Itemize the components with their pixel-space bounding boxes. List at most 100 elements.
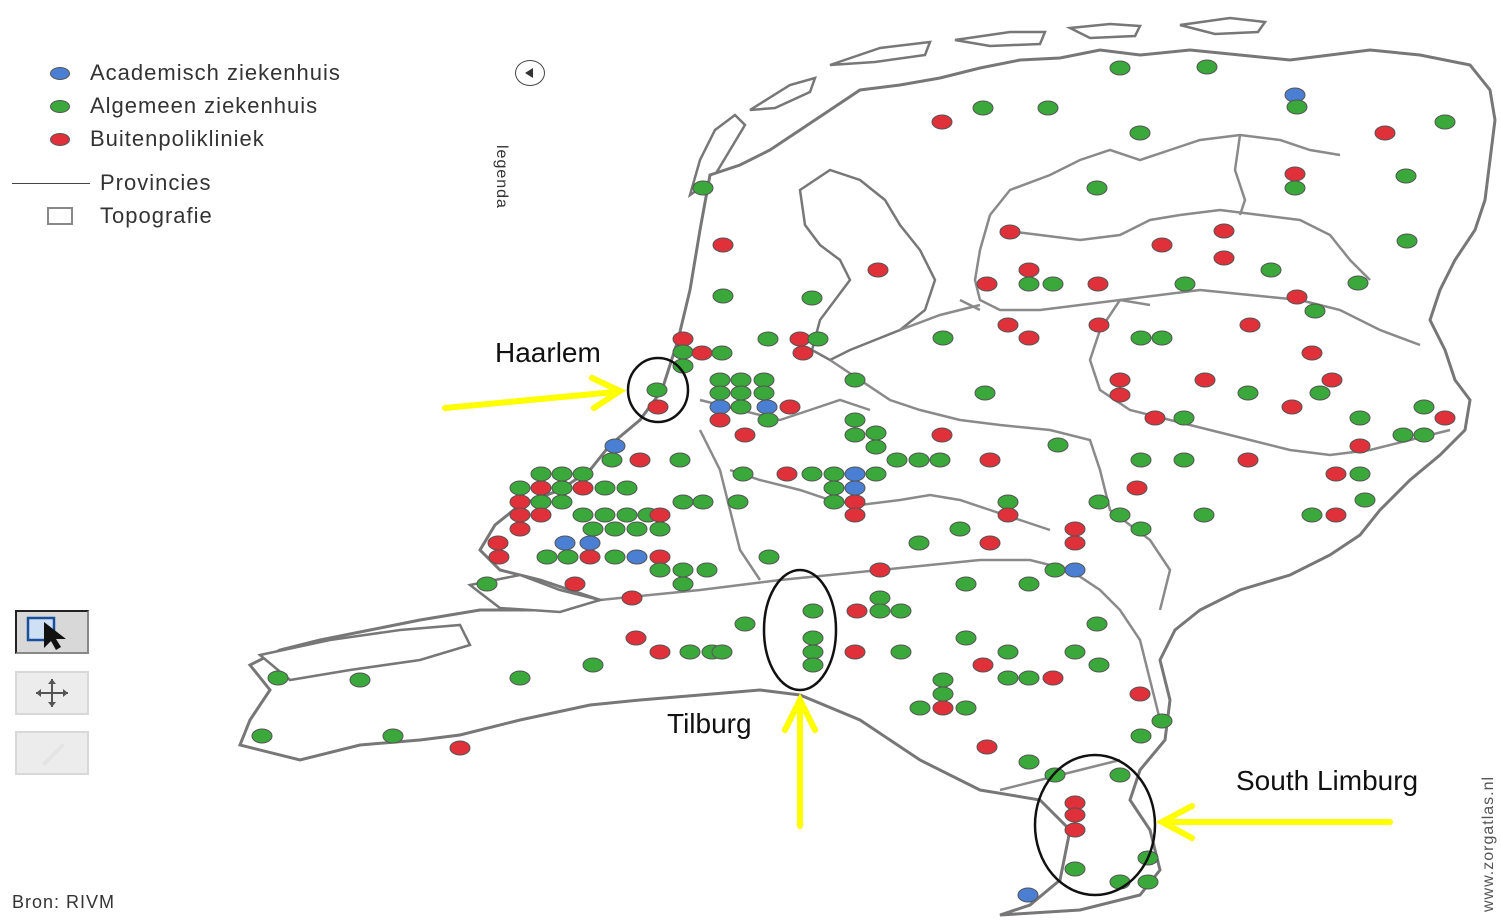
academisch-hospital-dot[interactable] (1017, 887, 1039, 903)
buiten-hospital-dot[interactable] (789, 331, 811, 347)
buiten-hospital-dot[interactable] (1325, 507, 1347, 523)
algemeen-hospital-dot[interactable] (997, 670, 1019, 686)
buiten-hospital-dot[interactable] (1237, 452, 1259, 468)
algemeen-hospital-dot[interactable] (734, 616, 756, 632)
algemeen-hospital-dot[interactable] (932, 330, 954, 346)
algemeen-hospital-dot[interactable] (557, 549, 579, 565)
academisch-hospital-dot[interactable] (756, 399, 778, 415)
buiten-hospital-dot[interactable] (734, 427, 756, 443)
algemeen-hospital-dot[interactable] (1018, 754, 1040, 770)
algemeen-hospital-dot[interactable] (955, 700, 977, 716)
algemeen-hospital-dot[interactable] (649, 521, 671, 537)
buiten-hospital-dot[interactable] (649, 549, 671, 565)
algemeen-hospital-dot[interactable] (1129, 125, 1151, 141)
algemeen-hospital-dot[interactable] (844, 372, 866, 388)
buiten-hospital-dot[interactable] (979, 452, 1001, 468)
buiten-hospital-dot[interactable] (932, 700, 954, 716)
buiten-hospital-dot[interactable] (487, 535, 509, 551)
algemeen-hospital-dot[interactable] (730, 399, 752, 415)
algemeen-hospital-dot[interactable] (1086, 616, 1108, 632)
buiten-hospital-dot[interactable] (1239, 317, 1261, 333)
algemeen-hospital-dot[interactable] (604, 521, 626, 537)
algemeen-hospital-dot[interactable] (251, 728, 273, 744)
buiten-hospital-dot[interactable] (509, 494, 531, 510)
algemeen-hospital-dot[interactable] (974, 385, 996, 401)
buiten-hospital-dot[interactable] (488, 549, 510, 565)
algemeen-hospital-dot[interactable] (1354, 492, 1376, 508)
buiten-hospital-dot[interactable] (976, 276, 998, 292)
academisch-hospital-dot[interactable] (604, 438, 626, 454)
buiten-hospital-dot[interactable] (1213, 250, 1235, 266)
algemeen-hospital-dot[interactable] (844, 427, 866, 443)
academisch-hospital-dot[interactable] (709, 399, 731, 415)
algemeen-hospital-dot[interactable] (672, 562, 694, 578)
buiten-hospital-dot[interactable] (997, 317, 1019, 333)
algemeen-hospital-dot[interactable] (1086, 180, 1108, 196)
algemeen-hospital-dot[interactable] (1173, 410, 1195, 426)
algemeen-hospital-dot[interactable] (709, 372, 731, 388)
algemeen-hospital-dot[interactable] (730, 372, 752, 388)
algemeen-hospital-dot[interactable] (1304, 303, 1326, 319)
algemeen-hospital-dot[interactable] (757, 331, 779, 347)
algemeen-hospital-dot[interactable] (551, 494, 573, 510)
buiten-hospital-dot[interactable] (999, 224, 1021, 240)
buiten-hospital-dot[interactable] (649, 507, 671, 523)
buiten-hospital-dot[interactable] (572, 480, 594, 496)
buiten-hospital-dot[interactable] (449, 740, 471, 756)
buiten-hospital-dot[interactable] (1301, 345, 1323, 361)
algemeen-hospital-dot[interactable] (1130, 452, 1152, 468)
algemeen-hospital-dot[interactable] (823, 480, 845, 496)
algemeen-hospital-dot[interactable] (594, 507, 616, 523)
buiten-hospital-dot[interactable] (1281, 399, 1303, 415)
algemeen-hospital-dot[interactable] (869, 603, 891, 619)
legend-collapse-button[interactable] (515, 60, 545, 86)
zoom-tool-button[interactable] (15, 731, 89, 775)
algemeen-hospital-dot[interactable] (997, 644, 1019, 660)
algemeen-hospital-dot[interactable] (753, 385, 775, 401)
algemeen-hospital-dot[interactable] (509, 480, 531, 496)
academisch-hospital-dot[interactable] (626, 549, 648, 565)
algemeen-hospital-dot[interactable] (802, 603, 824, 619)
buiten-hospital-dot[interactable] (672, 331, 694, 347)
buiten-hospital-dot[interactable] (1064, 535, 1086, 551)
algemeen-hospital-dot[interactable] (551, 466, 573, 482)
buiten-hospital-dot[interactable] (649, 644, 671, 660)
algemeen-hospital-dot[interactable] (646, 382, 668, 398)
algemeen-hospital-dot[interactable] (1309, 385, 1331, 401)
buiten-hospital-dot[interactable] (1042, 670, 1064, 686)
algemeen-hospital-dot[interactable] (730, 385, 752, 401)
algemeen-hospital-dot[interactable] (1301, 507, 1323, 523)
algemeen-hospital-dot[interactable] (802, 644, 824, 660)
buiten-hospital-dot[interactable] (776, 466, 798, 482)
buiten-hospital-dot[interactable] (647, 399, 669, 415)
buiten-hospital-dot[interactable] (530, 480, 552, 496)
algemeen-hospital-dot[interactable] (869, 590, 891, 606)
buiten-hospital-dot[interactable] (972, 657, 994, 673)
algemeen-hospital-dot[interactable] (1174, 276, 1196, 292)
buiten-hospital-dot[interactable] (1284, 166, 1306, 182)
academisch-hospital-dot[interactable] (844, 466, 866, 482)
algemeen-hospital-dot[interactable] (955, 630, 977, 646)
buiten-hospital-dot[interactable] (1129, 686, 1151, 702)
algemeen-hospital-dot[interactable] (823, 494, 845, 510)
algemeen-hospital-dot[interactable] (1173, 452, 1195, 468)
buiten-hospital-dot[interactable] (846, 603, 868, 619)
algemeen-hospital-dot[interactable] (1109, 767, 1131, 783)
buiten-hospital-dot[interactable] (1151, 237, 1173, 253)
algemeen-hospital-dot[interactable] (604, 549, 626, 565)
algemeen-hospital-dot[interactable] (949, 521, 971, 537)
algemeen-hospital-dot[interactable] (1284, 180, 1306, 196)
buiten-hospital-dot[interactable] (844, 644, 866, 660)
algemeen-hospital-dot[interactable] (908, 535, 930, 551)
algemeen-hospital-dot[interactable] (711, 644, 733, 660)
algemeen-hospital-dot[interactable] (672, 494, 694, 510)
buiten-hospital-dot[interactable] (844, 507, 866, 523)
algemeen-hospital-dot[interactable] (551, 480, 573, 496)
buiten-hospital-dot[interactable] (792, 345, 814, 361)
algemeen-hospital-dot[interactable] (696, 562, 718, 578)
algemeen-hospital-dot[interactable] (1434, 114, 1456, 130)
algemeen-hospital-dot[interactable] (1042, 276, 1064, 292)
buiten-hospital-dot[interactable] (709, 412, 731, 428)
buiten-hospital-dot[interactable] (1374, 125, 1396, 141)
